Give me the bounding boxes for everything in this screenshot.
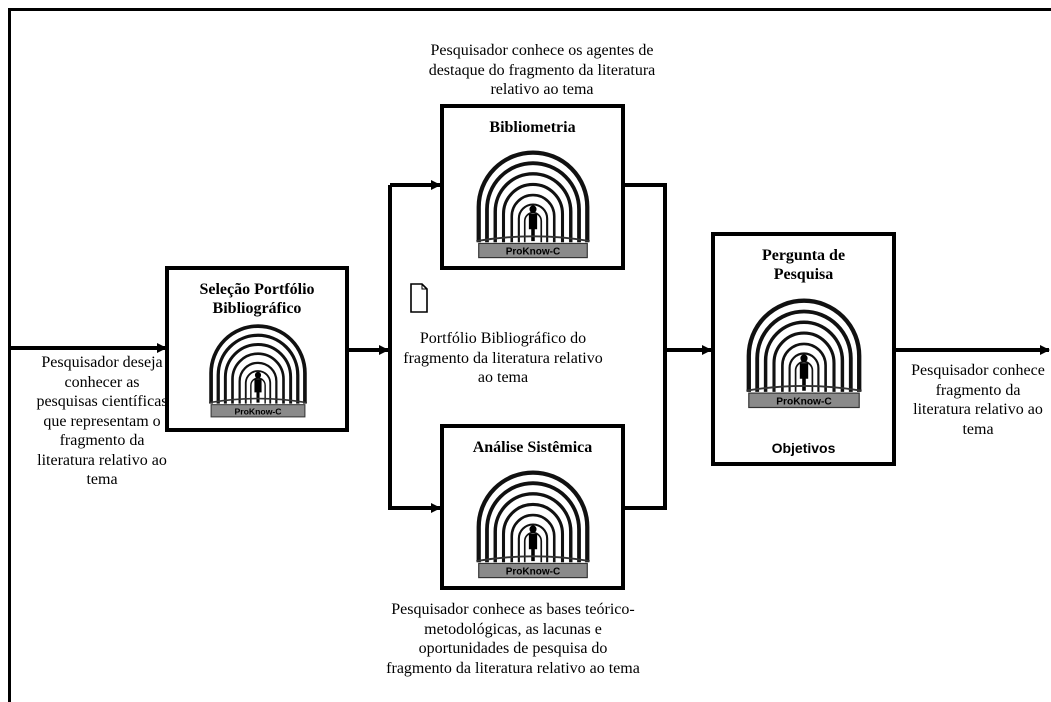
output-note: Pesquisador conhece fragmento da literat… [911,362,1045,438]
proknow-c-logo: ProKnow-C [208,324,308,418]
box-bibliometria-title: Bibliometria [489,119,576,136]
proknow-c-logo-text: ProKnow-C [776,397,832,408]
proknow-c-logo: ProKnow-C [746,298,862,409]
frame-top-line [8,8,1051,11]
proknow-c-logo: ProKnow-C [476,470,590,579]
portfolio-note: Portfólio Bibliográfico do fragmento da … [403,330,603,386]
frame-left-line [8,8,11,702]
analise-out-line [624,350,667,510]
analise-bottom-note: Pesquisador conhece as bases teórico-met… [386,601,640,677]
bibliometria-out-line [624,183,667,350]
input-note: Pesquisador deseja conhecer as pesquisas… [36,354,168,488]
box-pergunta-footer: Objetivos [771,440,836,456]
box-bibliometria: Bibliometria ProKnow-C [440,104,625,270]
bibliometria-top-note: Pesquisador conhece os agentes de destaq… [428,42,656,98]
box-analise-sistemica: Análise Sistêmica ProKnow-C [440,424,625,590]
proknow-c-logo: ProKnow-C [476,150,590,259]
proknow-c-logo-text: ProKnow-C [506,247,561,258]
document-icon [410,283,428,313]
box-analise-title: Análise Sistêmica [472,439,593,456]
proknow-c-logo-text: ProKnow-C [234,406,282,416]
box-selecao-title: Seleção Portfólio Bibliográfico [199,281,315,317]
box-pergunta-pesquisa: Pergunta de Pesquisa ProKnow-C Objetivos [711,232,896,466]
proknow-c-logo-text: ProKnow-C [506,567,561,578]
box-pergunta-title: Pergunta de Pesquisa [761,247,846,283]
box-selecao-portfolio: Seleção Portfólio Bibliográfico ProKnow-… [165,266,349,432]
